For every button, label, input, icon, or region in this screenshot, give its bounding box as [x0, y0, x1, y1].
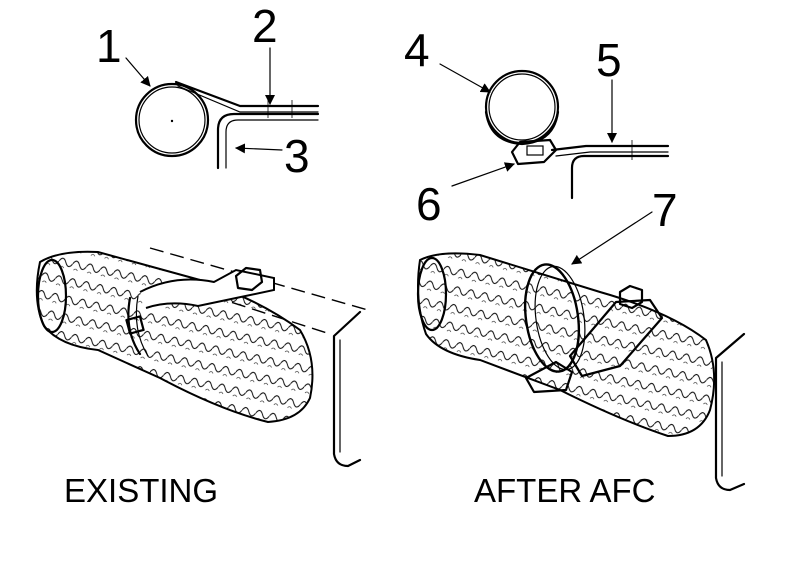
hose-end-ring-afc [416, 256, 448, 332]
duct-section-inner [138, 86, 206, 154]
duct-section-circle [134, 82, 210, 158]
callout-2: 2 [252, 0, 278, 52]
clamp-block-perspective [524, 360, 574, 394]
callout-1: 1 [96, 20, 122, 72]
bolt-hex [234, 266, 264, 292]
callout-5: 5 [596, 34, 622, 86]
bracket-plate [568, 298, 664, 378]
bolt-hex-afc [618, 284, 644, 310]
after-afc-perspective-view [416, 252, 746, 492]
leader-6 [451, 162, 515, 187]
leader-7 [571, 211, 653, 265]
bracket-structure [216, 112, 320, 170]
caption-after-afc: AFTER AFC [474, 472, 656, 509]
support-bracket [332, 310, 362, 468]
band-clamp-inner [135, 295, 149, 357]
caption-existing: EXISTING [64, 472, 218, 509]
callout-7: 7 [652, 184, 678, 236]
strap-afc-upper [550, 144, 670, 152]
bracket-structure-inner [225, 119, 319, 169]
duct-center-mark [170, 119, 174, 123]
callout-4: 4 [404, 24, 430, 76]
clamp-screw [526, 145, 544, 156]
leader-1 [125, 57, 151, 87]
callout-3: 3 [284, 130, 310, 182]
band-clamp-screw [125, 315, 145, 335]
existing-perspective-view [35, 247, 369, 468]
duct-section-inner-afc [488, 73, 556, 141]
clamp-ring [523, 263, 581, 373]
bracket-structure-afc [570, 154, 670, 200]
leader-3 [235, 143, 283, 154]
duct-section-circle-afc [484, 69, 560, 145]
existing-section-view [134, 80, 320, 170]
strap-afc-lower [555, 151, 669, 157]
support-bracket-afc [714, 332, 746, 492]
flex-hose-afc [417, 252, 716, 438]
callout-6: 6 [416, 178, 442, 230]
clamp-block [510, 138, 558, 166]
after-afc-section-view [484, 69, 670, 200]
leader-4 [439, 63, 491, 93]
strap-perspective [139, 268, 275, 309]
clamp-band [484, 110, 560, 146]
leader-arrows [125, 47, 653, 265]
hose-end-ring [36, 258, 68, 334]
